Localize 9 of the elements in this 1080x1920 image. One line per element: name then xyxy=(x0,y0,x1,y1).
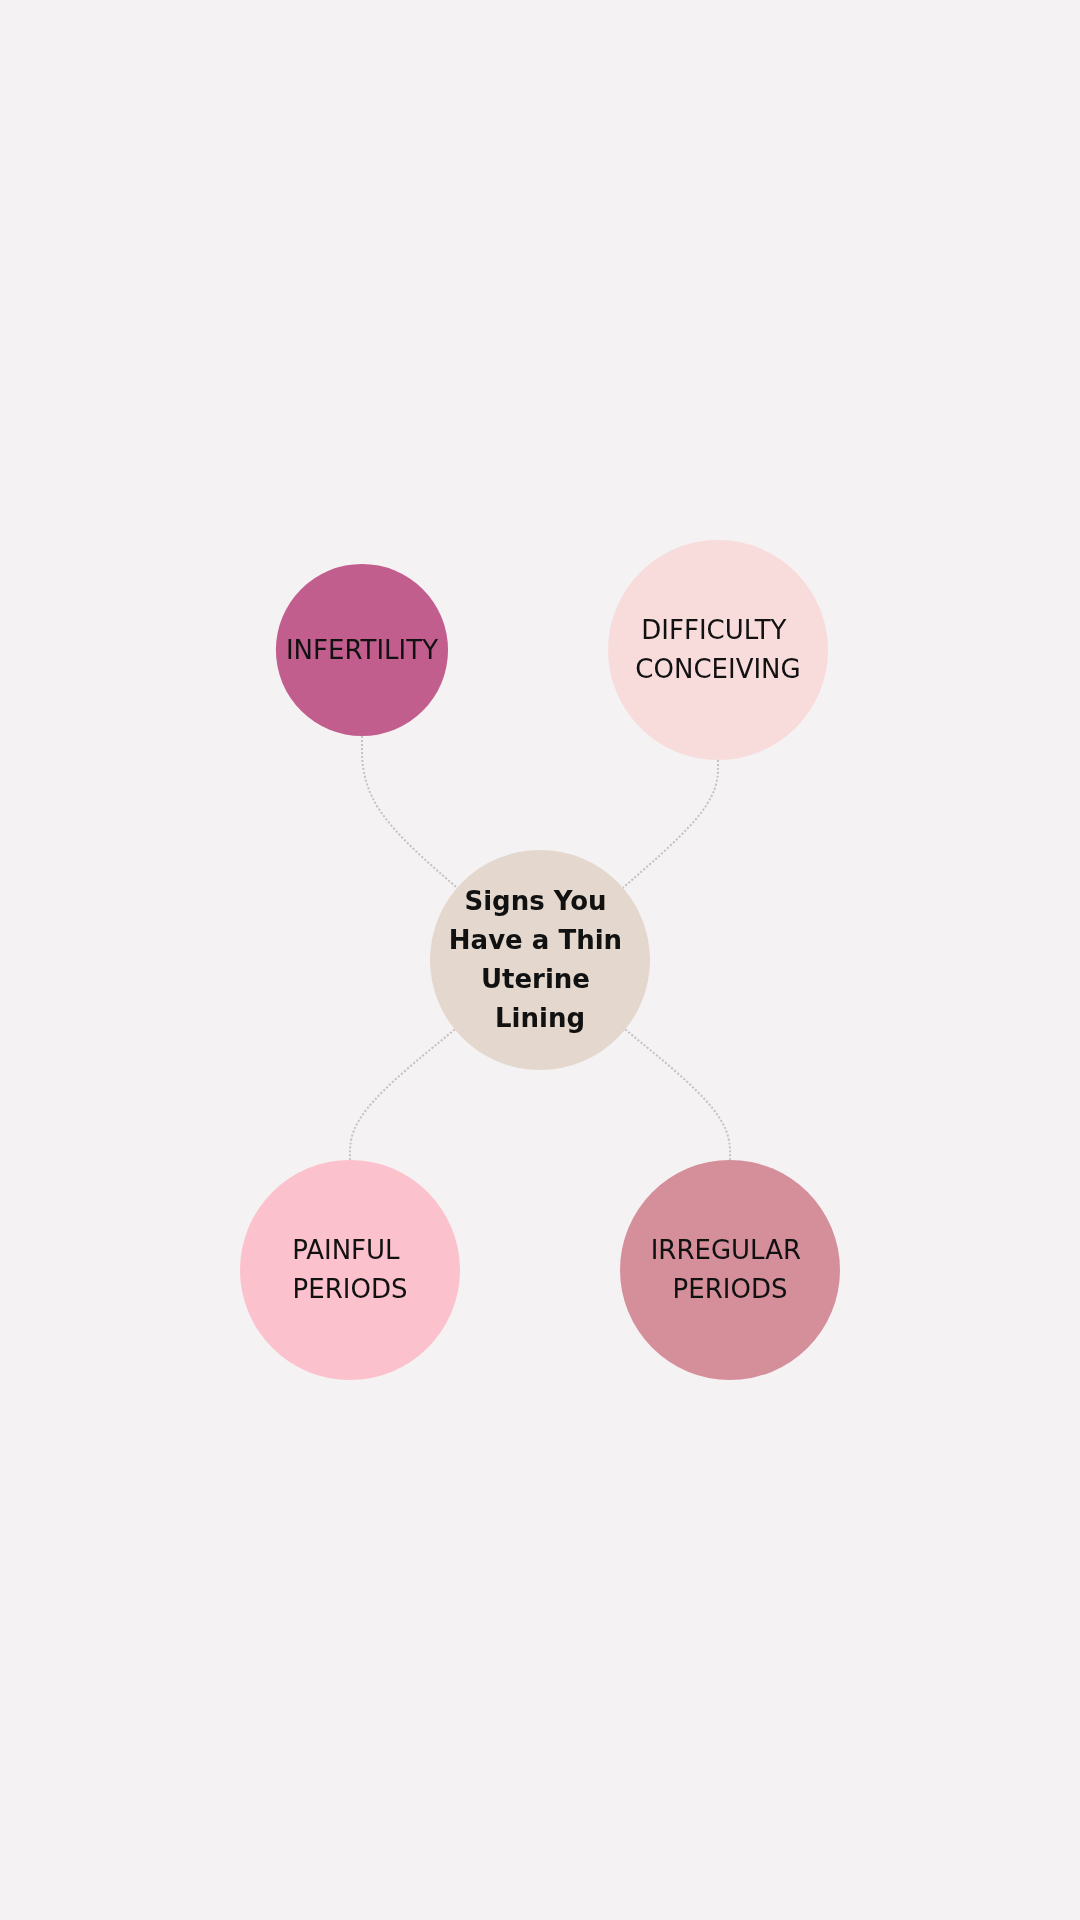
node-circle: Signs You Have a Thin Uterine Lining xyxy=(430,850,650,1070)
node-circle: DIFFICULTY CONCEIVING xyxy=(608,540,829,760)
connector xyxy=(624,1028,731,1161)
node-circle: PAINFUL PERIODS xyxy=(240,1160,460,1380)
connector xyxy=(349,1028,456,1161)
node-circle: INFERTILITY xyxy=(275,563,449,737)
node-circle: IRREGULAR PERIODS xyxy=(620,1160,840,1380)
connector xyxy=(621,759,720,889)
connector xyxy=(360,735,459,889)
